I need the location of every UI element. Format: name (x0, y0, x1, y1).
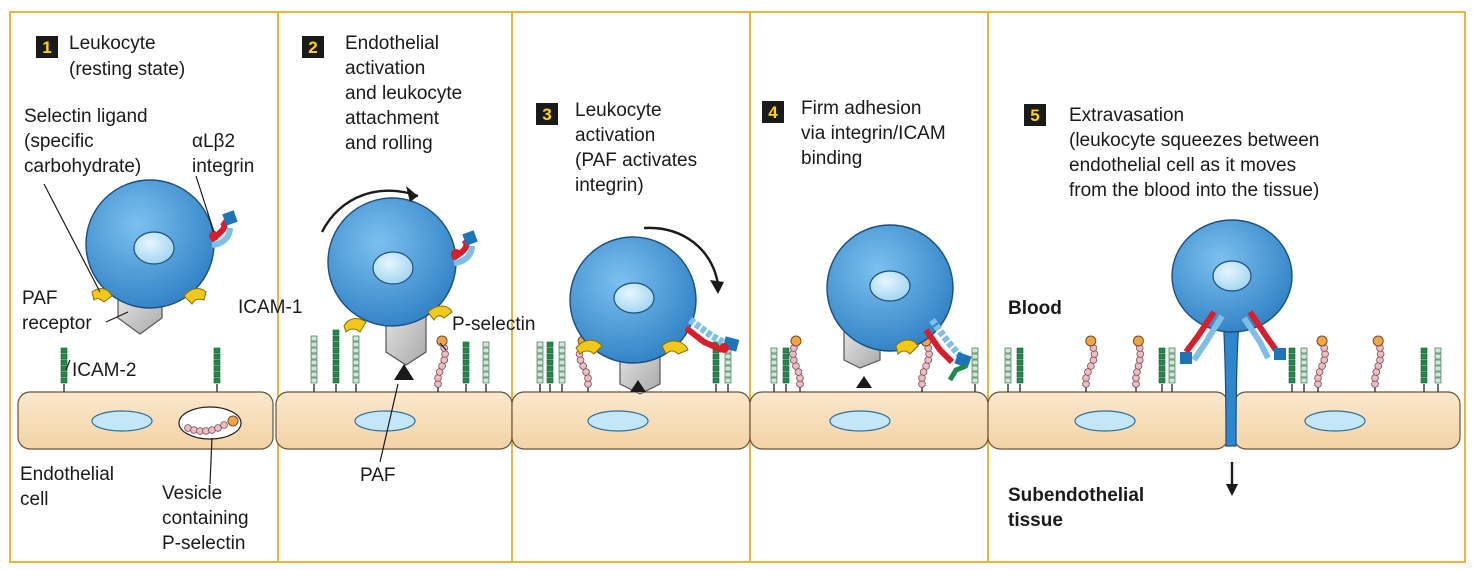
panel-title: Leukocyte (resting state) (69, 33, 185, 80)
panel-5: 5 Extravasation (leukocyte squeezes betw… (1024, 104, 1325, 201)
selectin-ligand (895, 339, 919, 355)
step-number: 2 (308, 38, 317, 57)
p-selectin-molecule (1082, 335, 1099, 392)
icam-molecule (770, 347, 778, 392)
p-selectin-molecule (918, 335, 933, 392)
leukocyte-resting (85, 179, 238, 335)
selectin-ligand (575, 339, 603, 355)
icam-molecule (332, 329, 340, 392)
step-badge (536, 103, 558, 125)
step-number: 5 (1030, 106, 1039, 125)
integrin-folded (209, 210, 238, 248)
icam-molecule (1016, 347, 1024, 392)
icam-molecule (462, 341, 470, 392)
pointer-lines (43, 175, 447, 485)
step-badge (1024, 104, 1046, 126)
icam-molecule (1434, 347, 1442, 392)
paf-molecule (394, 364, 414, 380)
paf-molecule (856, 376, 872, 388)
panel-dividers (277, 12, 989, 562)
icam2-label: ICAM-2 (72, 360, 136, 381)
vesicle-label: Vesicle containing P-selectin (162, 483, 254, 554)
integrin-bound (1180, 310, 1286, 364)
selectin-ligand (661, 340, 689, 355)
endothelial-nucleus (829, 410, 891, 432)
icam-molecule (1158, 347, 1166, 392)
icam-molecule (482, 341, 490, 392)
icam-molecule (782, 347, 790, 392)
leukocyte-nucleus (372, 251, 414, 285)
integrin-folded (450, 230, 478, 266)
endothelial-nucleus (1304, 410, 1366, 432)
endothelial-cell-label: Endothelial cell (20, 464, 119, 510)
icam-molecule (1168, 347, 1176, 392)
p-selectin-molecule (789, 335, 804, 392)
icam-molecule (1420, 347, 1428, 392)
panel-title: Extravasation (leukocyte squeezes betwee… (1069, 105, 1325, 201)
icam-molecule (536, 341, 544, 392)
integrin-label: αLβ2 integrin (192, 131, 254, 177)
blood-label: Blood (1008, 298, 1062, 319)
selectin-ligand (427, 305, 453, 321)
rolling-arrow (320, 189, 419, 233)
p-selectin-molecule (1314, 335, 1329, 392)
step-number: 1 (42, 38, 51, 57)
panel-1: 1 Leukocyte (resting state) (36, 33, 185, 80)
p-selectin-molecule (434, 335, 449, 392)
icam1-label: ICAM-1 (238, 297, 302, 318)
diagram-frame (9, 11, 1466, 563)
endothelial-nucleus (587, 410, 649, 432)
icam-proteins (60, 329, 1442, 392)
panel-title: Firm adhesion via integrin/ICAM binding (801, 98, 951, 169)
activation-arrow (643, 226, 720, 285)
icam-molecule (971, 347, 979, 392)
step-number: 3 (542, 105, 551, 124)
paf-receptor-label: PAF receptor (22, 288, 92, 334)
endothelium-layer (17, 391, 1461, 450)
step-badge (302, 36, 324, 58)
leukocyte-nucleus (869, 270, 911, 302)
selectin-ligand (183, 288, 207, 305)
selectin-ligand (91, 288, 113, 303)
endothelial-nucleus (91, 410, 153, 432)
icam-molecule (1004, 347, 1012, 392)
integrin-bound (923, 317, 972, 382)
step-badge (36, 36, 58, 58)
integrin-extended (684, 317, 740, 353)
leukocyte-nucleus (1212, 260, 1252, 292)
paf-molecule (630, 380, 646, 392)
panel-3: 3 Leukocyte activation (PAF activates in… (536, 100, 702, 196)
leukocyte-nucleus (133, 231, 175, 265)
selectin-ligand-label: Selectin ligand (specific carbohydrate) (24, 106, 153, 177)
leukocyte-nucleus (613, 282, 655, 314)
icam-molecule (546, 341, 554, 392)
icam-molecule (60, 347, 68, 392)
leukocyte-rolling (320, 186, 478, 380)
endothelial-nucleus (354, 410, 416, 432)
vesicle (178, 406, 242, 440)
p-selectin-molecule (1371, 335, 1385, 392)
subendothelial-label: Subendothelial tissue (1008, 485, 1149, 531)
icam-molecule (213, 347, 221, 392)
step-badge (762, 101, 784, 123)
endothelial-nucleus (1074, 410, 1136, 432)
icam-molecule (1300, 347, 1308, 392)
panel-title: Leukocyte activation (PAF activates inte… (575, 100, 702, 196)
icam-molecule (558, 341, 566, 392)
icam-molecule (310, 335, 318, 392)
leukocyte-firm-adhesion (826, 224, 972, 388)
panel-2: 2 Endothelial activation and leukocyte a… (302, 33, 468, 154)
selectin-ligand (343, 318, 367, 333)
leukocyte-activated (569, 226, 740, 395)
leukocyte-extravasating (1171, 219, 1293, 496)
icam-molecule (352, 335, 360, 392)
p-selectin-molecule (1132, 335, 1145, 392)
panel-4: 4 Firm adhesion via integrin/ICAM bindin… (762, 98, 951, 169)
paf-label: PAF (360, 465, 396, 486)
step-number: 4 (768, 103, 778, 122)
icam-molecule (1288, 347, 1296, 392)
panel-title: Endothelial activation and leukocyte att… (345, 33, 468, 154)
p-selectin-label: P-selectin (452, 314, 535, 335)
